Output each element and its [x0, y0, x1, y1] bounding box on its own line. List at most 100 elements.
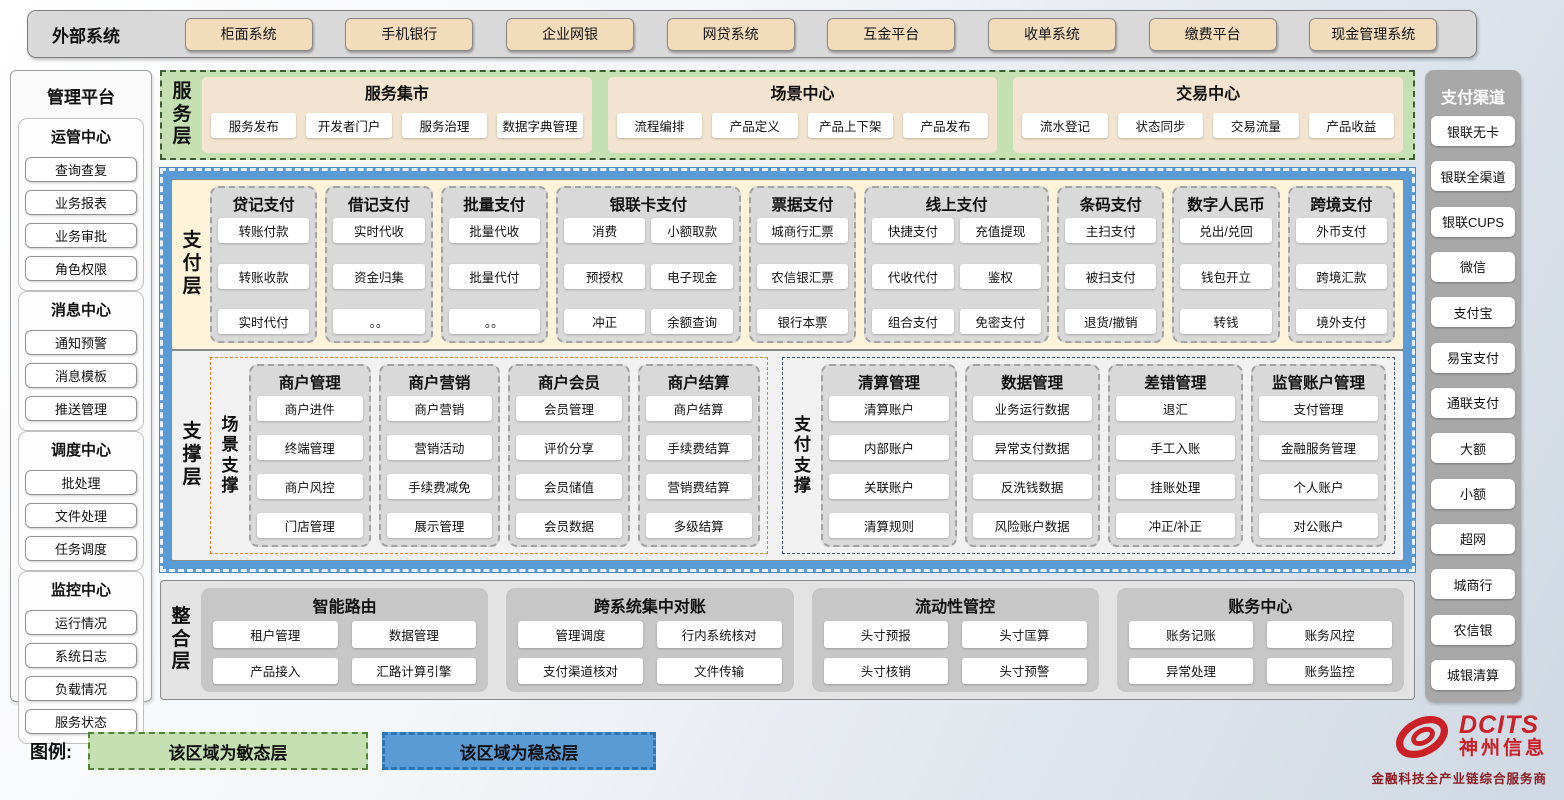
service-item[interactable]: 服务发布	[211, 112, 297, 138]
payment-item[interactable]: 农信银汇票	[756, 263, 849, 289]
payment-item[interactable]: 鉴权	[959, 263, 1042, 289]
payment-item[interactable]: 银行本票	[756, 309, 849, 335]
support-item[interactable]: 异常支付数据	[972, 435, 1092, 461]
payment-item[interactable]: 退货/撤销	[1065, 309, 1157, 335]
management-item[interactable]: 业务报表	[25, 190, 137, 215]
integration-item[interactable]: 头寸预报	[823, 621, 949, 648]
payment-item[interactable]: 。。	[333, 309, 425, 335]
support-item[interactable]: 内部账户	[829, 435, 949, 461]
payment-item[interactable]: 城商行汇票	[756, 218, 849, 243]
support-item[interactable]: 关联账户	[829, 474, 949, 500]
payment-item[interactable]: 实时代付	[218, 309, 310, 335]
management-item[interactable]: 通知预警	[25, 330, 137, 355]
support-item[interactable]: 支付管理	[1258, 396, 1379, 422]
payment-item[interactable]: 余额查询	[651, 309, 733, 335]
payment-item[interactable]: 主扫支付	[1065, 218, 1157, 243]
service-item[interactable]: 产品上下架	[807, 112, 893, 138]
external-system-item[interactable]: 缴费平台	[1148, 17, 1277, 51]
payment-item[interactable]: 消费	[563, 218, 646, 243]
payment-item[interactable]: 冲正	[563, 309, 646, 335]
service-item[interactable]: 数据字典管理	[497, 112, 583, 138]
management-item[interactable]: 负载情况	[25, 676, 137, 701]
payment-item[interactable]: 批量代付	[448, 263, 540, 289]
payment-item[interactable]: 小额取款	[651, 218, 733, 243]
support-item[interactable]: 退汇	[1115, 396, 1235, 422]
integration-item[interactable]: 头寸核销	[823, 657, 949, 684]
payment-item[interactable]: 免密支付	[959, 309, 1042, 335]
management-item[interactable]: 批处理	[25, 470, 137, 495]
external-system-item[interactable]: 互金平台	[827, 17, 956, 51]
integration-item[interactable]: 账务监控	[1267, 657, 1392, 684]
payment-item[interactable]: 被扫支付	[1065, 263, 1157, 289]
payment-item[interactable]: 外币支付	[1295, 218, 1388, 243]
service-item[interactable]: 产品定义	[712, 112, 798, 138]
channel-item[interactable]: 小额	[1431, 478, 1515, 509]
support-item[interactable]: 多级结算	[645, 512, 752, 538]
service-item[interactable]: 流水登记	[1022, 112, 1108, 138]
payment-item[interactable]: 境外支付	[1295, 309, 1388, 335]
payment-item[interactable]: 转钱	[1180, 309, 1272, 335]
external-system-item[interactable]: 现金管理系统	[1309, 17, 1438, 51]
channel-item[interactable]: 农信银	[1431, 614, 1515, 645]
support-item[interactable]: 商户风控	[257, 474, 363, 500]
support-item[interactable]: 金融服务管理	[1258, 435, 1379, 461]
service-item[interactable]: 开发者门户	[306, 112, 392, 138]
service-item[interactable]: 状态同步	[1117, 112, 1204, 138]
payment-item[interactable]: 组合支付	[872, 309, 954, 335]
channel-item[interactable]: 城银清算	[1431, 659, 1515, 690]
support-item[interactable]: 会员数据	[516, 512, 622, 538]
channel-item[interactable]: 银联无卡	[1431, 116, 1515, 146]
service-item[interactable]: 产品收益	[1308, 112, 1395, 138]
support-item[interactable]: 门店管理	[257, 512, 363, 538]
payment-item[interactable]: 钱包开立	[1180, 263, 1272, 289]
integration-item[interactable]: 汇路计算引擎	[351, 657, 477, 684]
service-item[interactable]: 交易流量	[1213, 112, 1299, 138]
payment-item[interactable]: 兑出/兑回	[1180, 218, 1272, 243]
management-item[interactable]: 任务调度	[25, 536, 137, 561]
payment-item[interactable]: 资金归集	[333, 263, 425, 289]
integration-item[interactable]: 行内系统核对	[656, 621, 782, 648]
integration-item[interactable]: 账务记账	[1128, 621, 1254, 648]
external-system-item[interactable]: 企业网银	[505, 17, 634, 51]
payment-item[interactable]: 充值提现	[959, 218, 1042, 243]
payment-item[interactable]: 预授权	[563, 263, 646, 289]
support-item[interactable]: 对公账户	[1258, 512, 1379, 538]
support-item[interactable]: 营销费结算	[645, 474, 752, 500]
support-item[interactable]: 挂账处理	[1115, 474, 1235, 500]
support-item[interactable]: 展示管理	[386, 512, 493, 538]
support-item[interactable]: 个人账户	[1258, 474, 1379, 500]
payment-item[interactable]: 电子现金	[651, 263, 733, 289]
integration-item[interactable]: 文件传输	[656, 657, 782, 684]
integration-item[interactable]: 支付渠道核对	[518, 657, 643, 684]
integration-item[interactable]: 管理调度	[518, 621, 643, 648]
management-item[interactable]: 查询查复	[25, 157, 137, 182]
management-item[interactable]: 服务状态	[25, 709, 137, 734]
integration-item[interactable]: 头寸匡算	[962, 621, 1087, 648]
support-item[interactable]: 清算规则	[829, 512, 949, 538]
management-item[interactable]: 文件处理	[25, 503, 137, 528]
channel-item[interactable]: 易宝支付	[1431, 342, 1515, 373]
management-item[interactable]: 推送管理	[25, 396, 137, 421]
channel-item[interactable]: 微信	[1431, 251, 1515, 282]
payment-item[interactable]: 转账付款	[218, 218, 310, 243]
channel-item[interactable]: 大额	[1431, 433, 1515, 464]
support-item[interactable]: 会员储值	[516, 474, 622, 500]
integration-item[interactable]: 异常处理	[1128, 657, 1254, 684]
channel-item[interactable]: 银联全渠道	[1431, 161, 1515, 192]
support-item[interactable]: 商户结算	[645, 396, 752, 422]
support-item[interactable]: 清算账户	[829, 396, 949, 422]
external-system-item[interactable]: 收单系统	[987, 17, 1116, 51]
channel-item[interactable]: 通联支付	[1431, 387, 1515, 418]
support-item[interactable]: 业务运行数据	[972, 396, 1092, 422]
support-item[interactable]: 手工入账	[1115, 435, 1235, 461]
integration-item[interactable]: 头寸预警	[962, 657, 1087, 684]
management-item[interactable]: 运行情况	[25, 610, 137, 635]
management-item[interactable]: 系统日志	[25, 643, 137, 668]
support-item[interactable]: 商户营销	[386, 396, 493, 422]
integration-item[interactable]: 账务风控	[1267, 621, 1392, 648]
support-item[interactable]: 商户进件	[257, 396, 363, 422]
support-item[interactable]: 冲正/补正	[1115, 512, 1235, 538]
integration-item[interactable]: 租户管理	[213, 621, 338, 648]
payment-item[interactable]: 实时代收	[333, 218, 425, 243]
payment-item[interactable]: 快捷支付	[872, 218, 954, 243]
